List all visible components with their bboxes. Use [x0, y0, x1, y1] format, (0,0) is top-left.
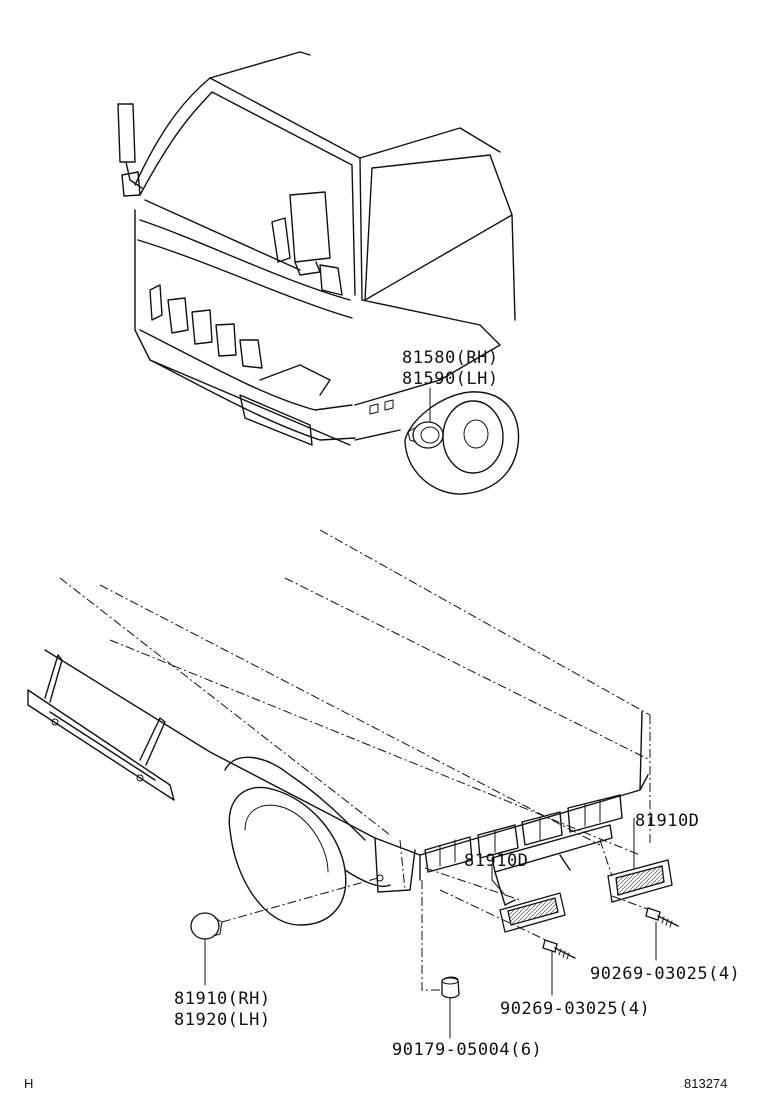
side-reflector-part	[190, 877, 379, 986]
rear-reflector-right-label: 81910D	[635, 811, 700, 831]
rear-reflector-center-part	[424, 865, 576, 996]
grommet-part	[421, 880, 460, 1039]
lamp-part-number-lh: 81590(LH)	[402, 369, 499, 389]
lower-truck-body	[27, 529, 651, 926]
rear-reflector-center-label: 81910D	[464, 851, 529, 871]
screw-center-label: 90269-03025(4)	[500, 999, 651, 1019]
footer-code-left: H	[24, 1076, 34, 1091]
side-reflector-part-number-rh: 81910(RH)	[174, 989, 271, 1009]
rear-reflector-right-part	[599, 817, 679, 961]
upper-truck-cab	[117, 51, 520, 495]
side-reflector-part-number-lh: 81920(LH)	[174, 1010, 271, 1030]
lamp-part-number-rh: 81580(RH)	[402, 348, 499, 368]
screw-right-label: 90269-03025(4)	[590, 964, 741, 984]
footer-code-right: 813274	[684, 1076, 728, 1091]
grommet-label: 90179-05004(6)	[392, 1040, 543, 1060]
